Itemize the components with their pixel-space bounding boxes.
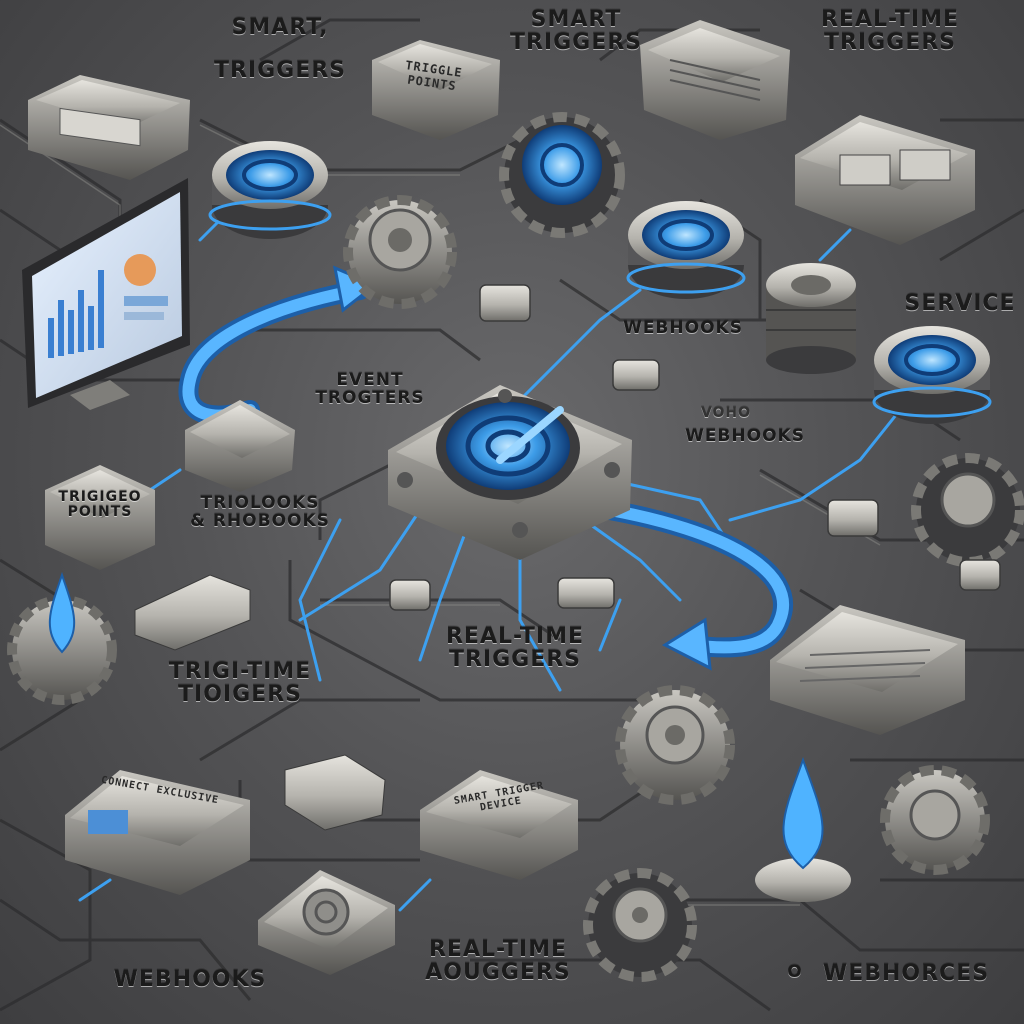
- label-real-time-triggers-center: REAL-TIME TRIGGERS: [445, 624, 585, 673]
- label-smart-triggers-1: SMART, TRIGGERS: [213, 15, 347, 84]
- label-event-triggers: EVENT TROGTERS: [315, 370, 425, 408]
- label-trigger-points-left: TRIGIGEO POINTS: [58, 489, 142, 520]
- chip-device-bottom-left: [65, 770, 250, 895]
- small-block-1: [134, 574, 251, 651]
- chip-device-top-center: [372, 40, 500, 140]
- label-webhooks-bottom: WEBHOOKS: [113, 967, 267, 992]
- label-smart-triggers-2: SMART TRIGGERS: [509, 7, 643, 56]
- gear-3: [615, 685, 735, 805]
- label-webhorces-prefix: O: [787, 962, 803, 982]
- cylinder-service: [766, 263, 856, 374]
- gear-6: [880, 765, 990, 875]
- label-real-time-triggers-top: REAL-TIME TRIGGERS: [820, 7, 960, 56]
- central-hub: [388, 385, 632, 560]
- chip-device-right-lower: [770, 605, 965, 735]
- small-block-2: [284, 754, 386, 831]
- chip-device-bottom-center: [420, 770, 578, 880]
- square-pad-bottom: [258, 870, 395, 975]
- gear-4: [583, 868, 697, 982]
- label-service: SERVICE: [904, 291, 1016, 316]
- chip-device-top-left: [28, 75, 190, 180]
- label-webhooks-right-prefix: VOHO: [700, 405, 752, 421]
- gear-5: [911, 453, 1024, 567]
- gear-2: [343, 195, 457, 309]
- label-triologs-rhobooks: TRIOLOOKS & RHOBOOKS: [190, 493, 330, 531]
- label-webhorces: WEBHORCES: [822, 961, 990, 986]
- label-webhooks-right: WEBHOOKS: [685, 426, 805, 446]
- label-real-time-aoggers: REAL-TIME AOUGGERS: [425, 937, 571, 986]
- blue-drop-2: [755, 757, 851, 902]
- gear-1: [499, 112, 625, 238]
- dashboard-monitor: [22, 178, 190, 410]
- label-trig-time-triggers: TRIGI-TIME TIOIGERS: [168, 659, 312, 708]
- blue-drop-1: [48, 571, 76, 654]
- small-connectors: [389, 284, 1001, 611]
- trigger-points-block: [45, 465, 155, 570]
- chip-device-top-right: [640, 20, 790, 140]
- chip-device-left-middle: [185, 400, 295, 492]
- webhook-pod-3: [872, 326, 992, 424]
- chip-device-right-upper: [795, 115, 975, 245]
- label-webhooks-mid: WEBHOOKS: [623, 318, 743, 338]
- webhook-pod-2: [626, 201, 746, 299]
- webhook-pod-1: [208, 141, 332, 239]
